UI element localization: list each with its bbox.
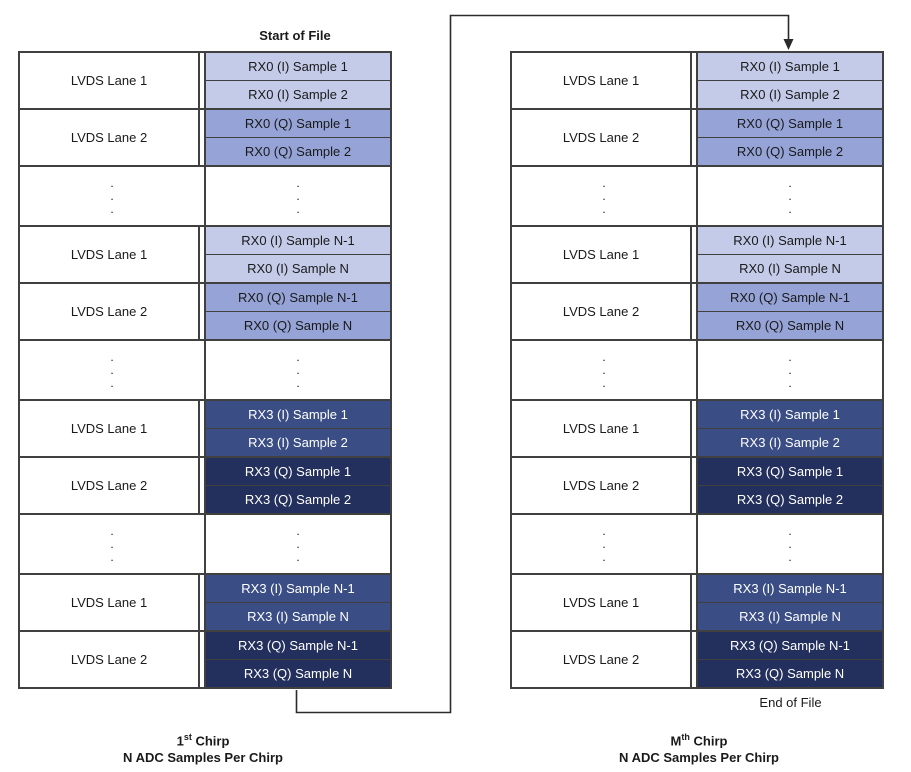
sample-cell: RX0 (I) Sample 1 (696, 51, 884, 81)
sample-cell: RX3 (Q) Sample N-1 (696, 630, 884, 660)
column-gutter (198, 573, 206, 632)
sample-cell: RX3 (Q) Sample N (696, 659, 884, 689)
vertical-ellipsis: ... (602, 349, 606, 390)
sample-cell: RX0 (I) Sample N (696, 254, 884, 284)
vertical-ellipsis: ... (602, 523, 606, 564)
caption-rest: Chirp (689, 733, 728, 749)
sample-ellipsis-cell: ... (204, 339, 392, 401)
vertical-ellipsis: ... (296, 349, 300, 390)
sample-ellipsis-cell: ... (696, 165, 884, 227)
sample-ellipsis-cell: ... (204, 513, 392, 575)
sample-cell: RX3 (I) Sample N-1 (696, 573, 884, 603)
sample-cell: RX0 (Q) Sample 2 (696, 137, 884, 167)
sample-cell: RX3 (Q) Sample 1 (204, 456, 392, 486)
vertical-ellipsis: ... (602, 175, 606, 216)
lvds-lane-cell: LVDS Lane 1 (510, 51, 692, 110)
column-gutter (198, 399, 206, 458)
lvds-lane-cell: LVDS Lane 2 (510, 456, 692, 515)
mth-chirp-title: Mth Chirp (510, 729, 888, 749)
first-chirp-subtitle: N ADC Samples Per Chirp (123, 750, 283, 766)
mth-chirp-subtitle: N ADC Samples Per Chirp (619, 750, 779, 766)
column-gutter (198, 225, 206, 284)
sample-ellipsis-cell: ... (204, 165, 392, 227)
column-gutter (198, 108, 206, 167)
vertical-ellipsis: ... (788, 175, 792, 216)
sample-cell: RX3 (Q) Sample 1 (696, 456, 884, 486)
lvds-lane-cell: LVDS Lane 2 (510, 282, 692, 341)
vertical-ellipsis: ... (296, 523, 300, 564)
end-of-file-label: End of File (759, 695, 822, 710)
sample-cell: RX3 (I) Sample N-1 (204, 573, 392, 603)
sample-cell: RX3 (Q) Sample N-1 (204, 630, 392, 660)
sample-cell: RX0 (I) Sample N-1 (204, 225, 392, 255)
vertical-ellipsis: ... (788, 523, 792, 564)
lvds-lane-cell: LVDS Lane 2 (510, 630, 692, 689)
lvds-lane-cell: LVDS Lane 1 (18, 573, 200, 632)
caption-base: 1 (176, 733, 184, 749)
sample-ellipsis-cell: ... (696, 339, 884, 401)
sample-cell: RX0 (Q) Sample N-1 (696, 282, 884, 312)
first-chirp-caption: 1st Chirp N ADC Samples Per Chirp (18, 729, 388, 766)
column-gutter (198, 51, 206, 110)
sample-cell: RX3 (Q) Sample 2 (696, 485, 884, 515)
column-gutter (198, 630, 206, 689)
vertical-ellipsis: ... (296, 175, 300, 216)
caption-rest: Chirp (191, 733, 230, 749)
lane-ellipsis-cell: ... (510, 165, 698, 227)
lvds-lane-cell: LVDS Lane 2 (18, 108, 200, 167)
lvds-lane-cell: LVDS Lane 1 (18, 225, 200, 284)
lvds-lane-cell: LVDS Lane 1 (510, 399, 692, 458)
sample-cell: RX3 (I) Sample 1 (696, 399, 884, 429)
caption-superscript: th (681, 732, 690, 742)
sample-cell: RX0 (I) Sample N-1 (696, 225, 884, 255)
vertical-ellipsis: ... (110, 175, 114, 216)
lane-ellipsis-cell: ... (18, 513, 206, 575)
sample-cell: RX3 (I) Sample 2 (696, 428, 884, 458)
lvds-lane-cell: LVDS Lane 2 (18, 630, 200, 689)
lvds-lane-cell: LVDS Lane 1 (18, 51, 200, 110)
sample-cell: RX0 (Q) Sample N-1 (204, 282, 392, 312)
lvds-lane-cell: LVDS Lane 1 (18, 399, 200, 458)
column-gutter (198, 456, 206, 515)
lvds-lane-cell: LVDS Lane 2 (510, 108, 692, 167)
mth-chirp-caption: Mth Chirp N ADC Samples Per Chirp (510, 729, 888, 766)
sample-cell: RX0 (Q) Sample 1 (696, 108, 884, 138)
sample-cell: RX3 (I) Sample N (696, 602, 884, 632)
caption-base: M (670, 733, 682, 749)
vertical-ellipsis: ... (110, 523, 114, 564)
sample-cell: RX0 (I) Sample 2 (204, 80, 392, 110)
sample-cell: RX0 (Q) Sample 2 (204, 137, 392, 167)
lane-ellipsis-cell: ... (18, 339, 206, 401)
sample-cell: RX0 (Q) Sample N (204, 311, 392, 341)
sample-cell: RX0 (I) Sample 1 (204, 51, 392, 81)
sample-cell: RX0 (Q) Sample N (696, 311, 884, 341)
column-gutter (198, 282, 206, 341)
sample-cell: RX3 (I) Sample N (204, 602, 392, 632)
sample-cell: RX3 (Q) Sample 2 (204, 485, 392, 515)
sample-cell: RX0 (I) Sample 2 (696, 80, 884, 110)
vertical-ellipsis: ... (788, 349, 792, 390)
lvds-lane-cell: LVDS Lane 2 (18, 456, 200, 515)
lane-ellipsis-cell: ... (18, 165, 206, 227)
lvds-lane-cell: LVDS Lane 2 (18, 282, 200, 341)
vertical-ellipsis: ... (110, 349, 114, 390)
lvds-lane-cell: LVDS Lane 1 (510, 225, 692, 284)
sample-cell: RX0 (I) Sample N (204, 254, 392, 284)
sample-cell: RX3 (I) Sample 2 (204, 428, 392, 458)
sample-ellipsis-cell: ... (696, 513, 884, 575)
lvds-lane-cell: LVDS Lane 1 (510, 573, 692, 632)
sample-cell: RX3 (Q) Sample N (204, 659, 392, 689)
sample-cell: RX0 (Q) Sample 1 (204, 108, 392, 138)
sample-cell: RX3 (I) Sample 1 (204, 399, 392, 429)
caption-superscript: st (183, 732, 192, 742)
lane-ellipsis-cell: ... (510, 513, 698, 575)
start-of-file-label: Start of File (259, 28, 331, 43)
lane-ellipsis-cell: ... (510, 339, 698, 401)
first-chirp-title: 1st Chirp (18, 729, 388, 749)
